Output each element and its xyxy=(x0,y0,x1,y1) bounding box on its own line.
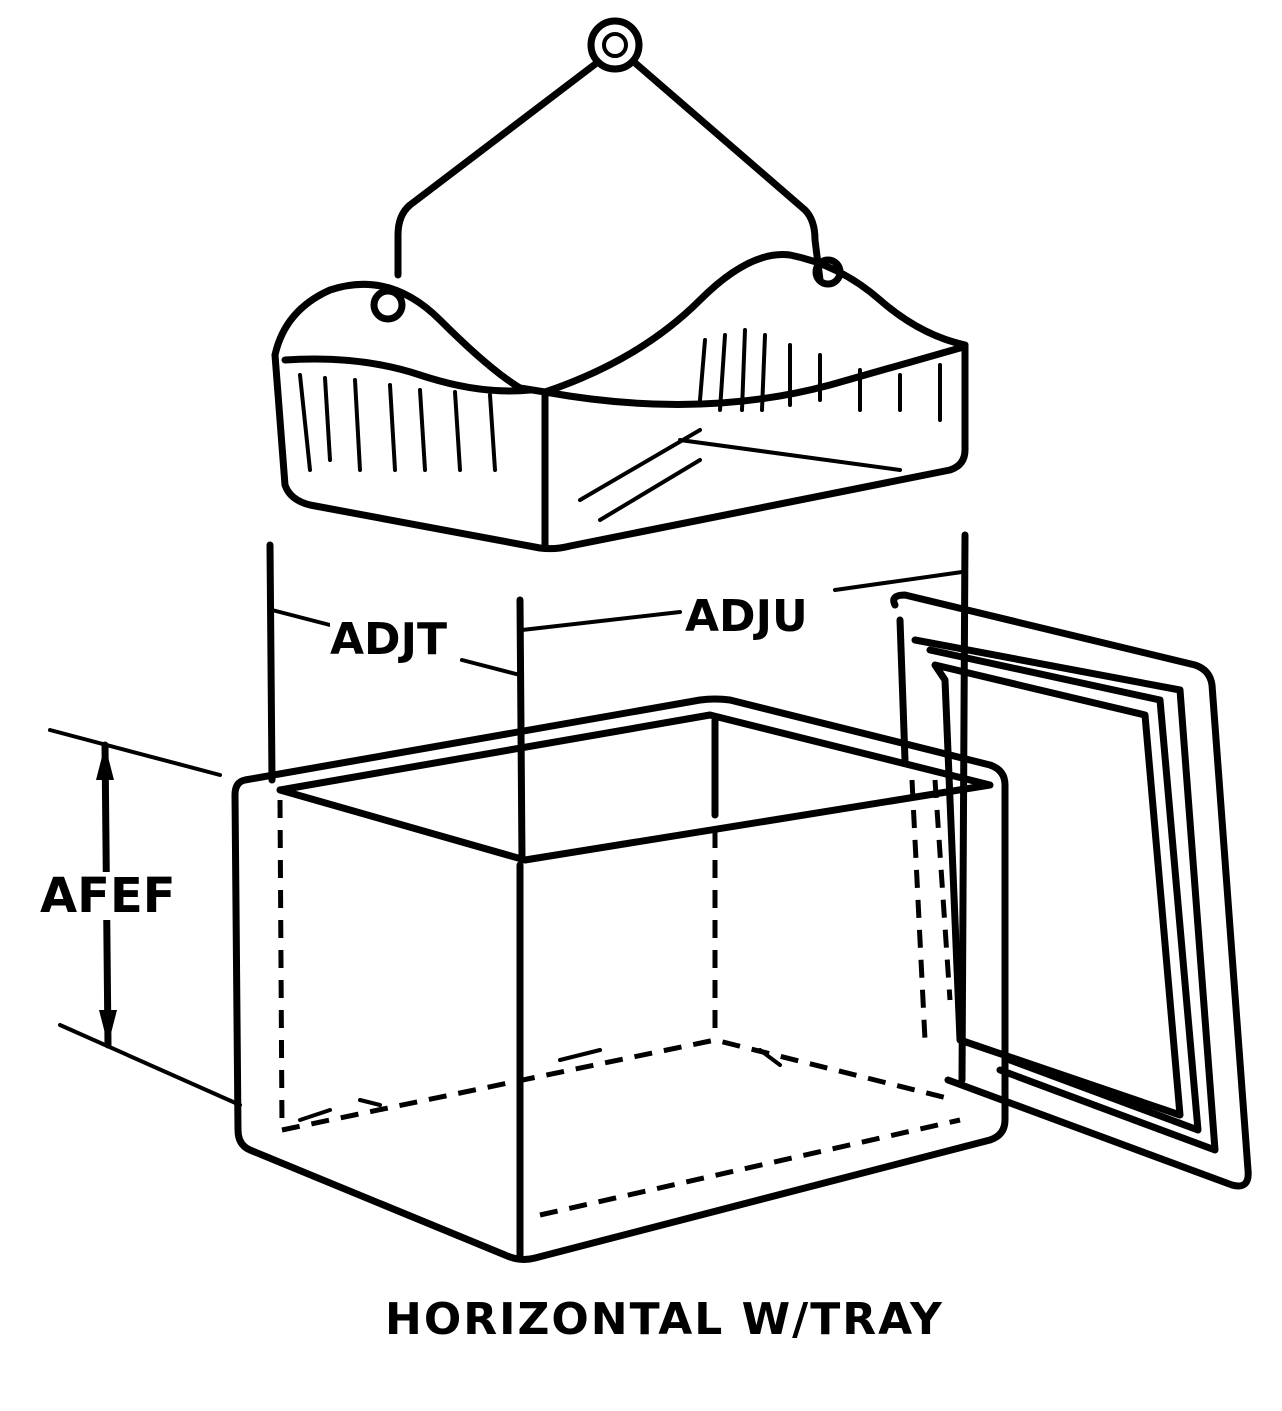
caption: HORIZONTAL W/TRAY xyxy=(385,1294,944,1345)
tray-width-label: ADJT xyxy=(330,614,447,665)
tray xyxy=(271,251,969,553)
box-height-label: AFEF xyxy=(40,868,176,924)
box xyxy=(231,695,1009,1263)
lid xyxy=(890,591,1252,1190)
tray-length-label: ADJU xyxy=(685,591,808,642)
handle xyxy=(370,17,844,323)
dimension-lines xyxy=(48,531,969,1107)
